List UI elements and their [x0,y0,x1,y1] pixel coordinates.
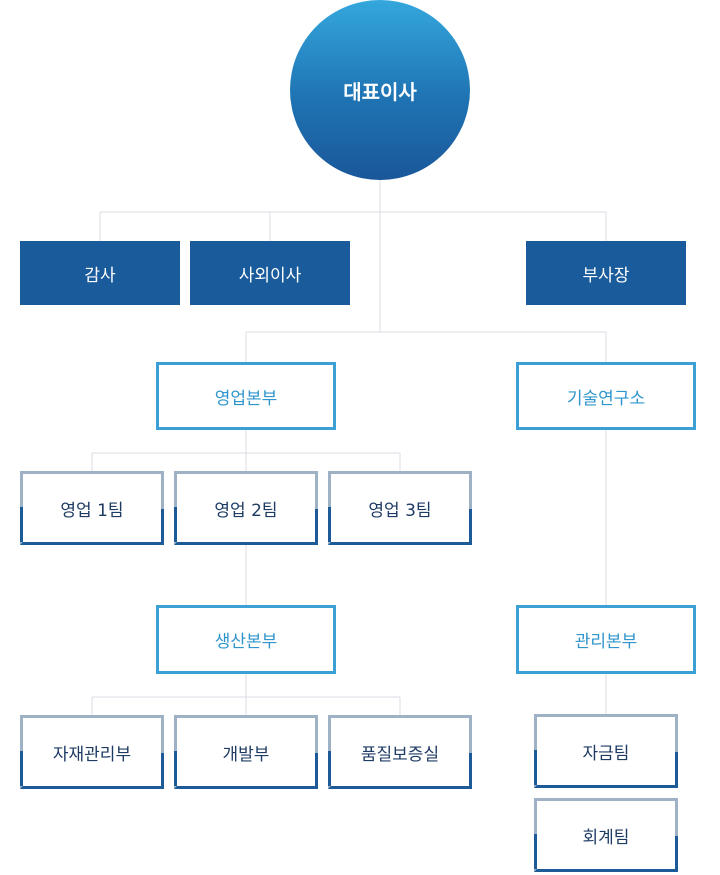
sales-team-3-node[interactable]: 영업 3팀 [328,471,472,545]
rnd-center-node[interactable]: 기술연구소 [516,362,696,430]
quality-office-node[interactable]: 품질보증실 [328,715,472,789]
management-hq-node[interactable]: 관리본부 [516,605,696,674]
development-dept-node[interactable]: 개발부 [174,715,318,789]
accounting-team-node[interactable]: 회계팀 [534,798,678,872]
outside-director-node[interactable]: 사외이사 [190,241,350,305]
sales-team-1-node[interactable]: 영업 1팀 [20,471,164,545]
materials-dept-node[interactable]: 자재관리부 [20,715,164,789]
ceo-node[interactable]: 대표이사 [290,0,470,180]
finance-team-node[interactable]: 자금팀 [534,714,678,788]
vice-president-node[interactable]: 부사장 [526,241,686,305]
production-hq-node[interactable]: 생산본부 [156,605,336,674]
sales-team-2-node[interactable]: 영업 2팀 [174,471,318,545]
sales-hq-node[interactable]: 영업본부 [156,362,336,430]
audit-node[interactable]: 감사 [20,241,180,305]
